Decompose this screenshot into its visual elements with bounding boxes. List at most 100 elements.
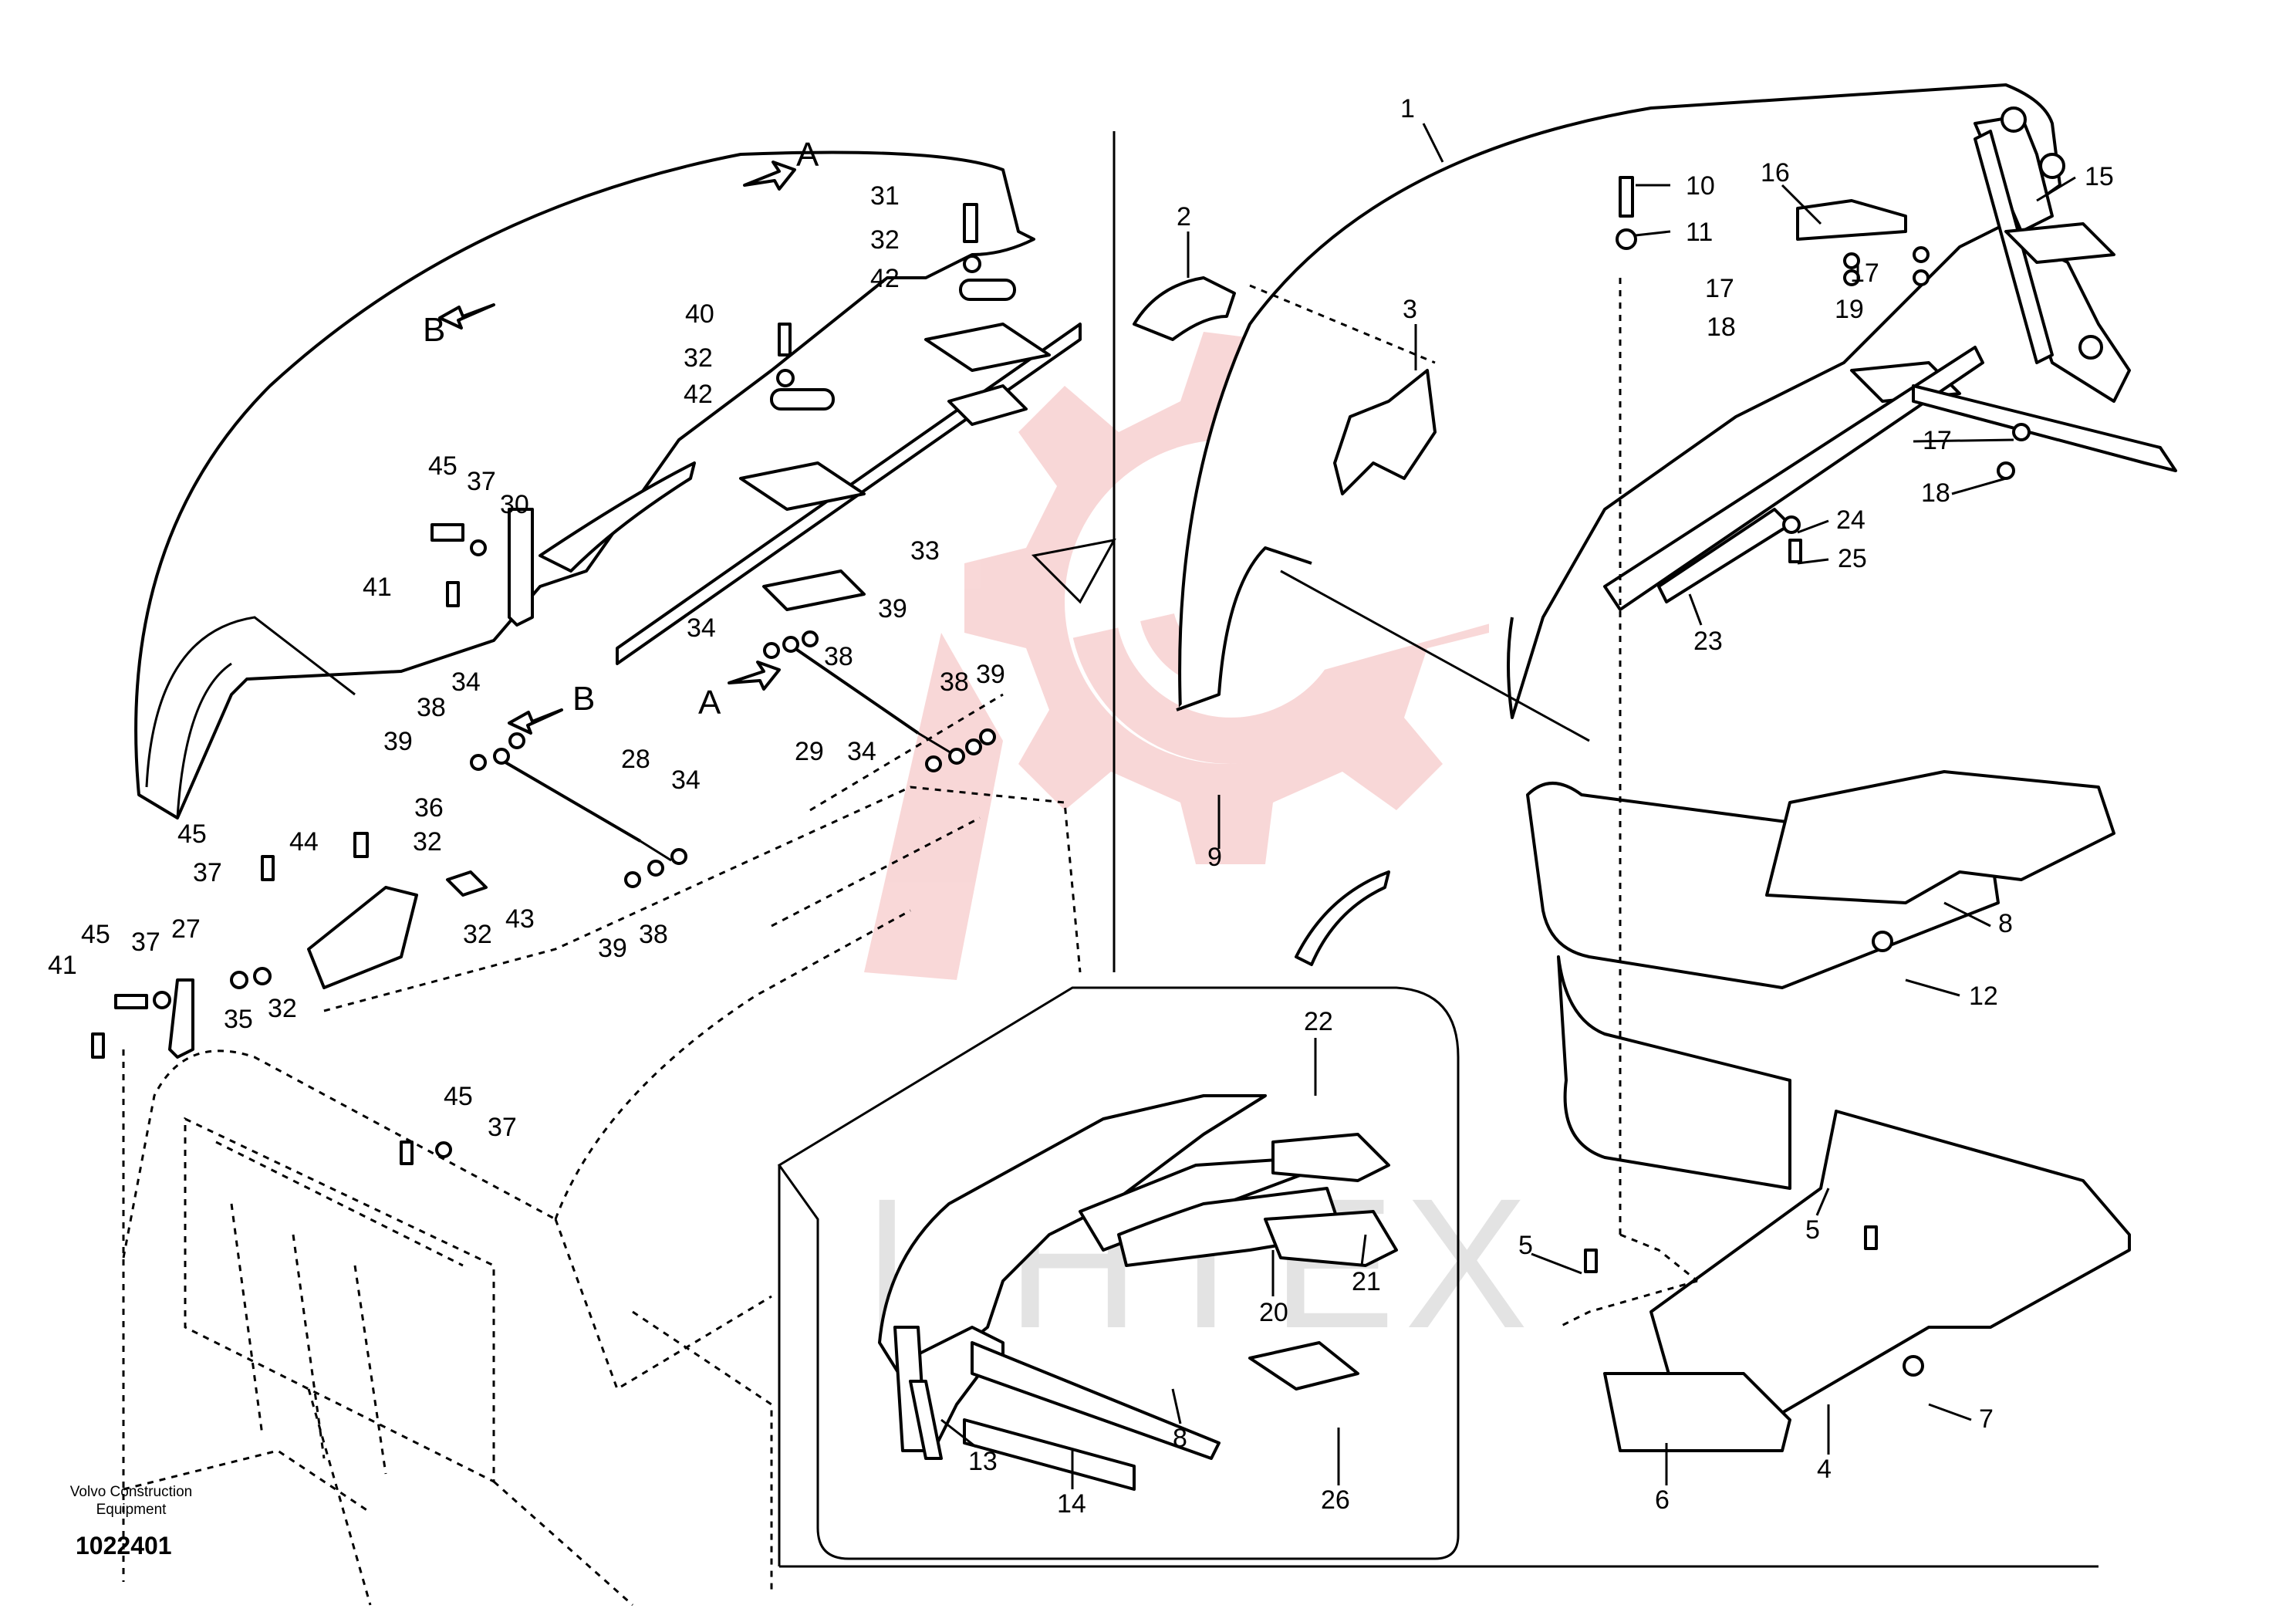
svg-text:45: 45: [428, 451, 458, 481]
callout-34b: 34: [671, 765, 701, 795]
svg-text:42: 42: [870, 264, 900, 293]
svg-text:39: 39: [598, 934, 627, 963]
svg-text:11: 11: [1686, 218, 1713, 247]
callout-23: 23: [1693, 627, 1723, 656]
svg-text:32: 32: [684, 343, 713, 373]
svg-text:32: 32: [463, 920, 492, 949]
callout-44: 44: [289, 827, 319, 857]
callout-1: 1: [1400, 94, 1415, 123]
svg-text:32: 32: [870, 225, 900, 255]
svg-text:B: B: [423, 311, 445, 349]
svg-text:44: 44: [289, 827, 319, 857]
svg-text:38: 38: [940, 667, 969, 697]
callout-28: 28: [621, 745, 650, 774]
callout-35: 35: [224, 1005, 253, 1034]
callout-45b: 45: [177, 819, 207, 849]
callout-45c: 45: [81, 920, 110, 949]
svg-text:42: 42: [684, 380, 713, 409]
callout-40: 40: [685, 299, 714, 329]
callout-5b: 5: [1805, 1215, 1820, 1245]
svg-text:38: 38: [417, 693, 446, 722]
svg-text:35: 35: [224, 1005, 253, 1034]
svg-text:45: 45: [444, 1082, 473, 1111]
svg-text:25: 25: [1838, 544, 1867, 573]
svg-text:18: 18: [1707, 313, 1736, 342]
callout-33: 33: [910, 536, 940, 566]
callout-12: 12: [1969, 982, 1998, 1011]
callout-34a: 34: [451, 667, 481, 697]
callout-16: 16: [1761, 158, 1790, 188]
svg-text:1: 1: [1400, 94, 1415, 123]
callout-9: 9: [1207, 843, 1222, 872]
callout-38a: 38: [417, 693, 446, 722]
svg-text:41: 41: [48, 951, 77, 980]
callout-39c: 39: [976, 660, 1005, 689]
svg-text:3: 3: [1403, 295, 1417, 324]
svg-text:38: 38: [824, 642, 853, 671]
gas-strut-28: [500, 759, 672, 862]
view-marker-a-top: A: [743, 136, 819, 191]
callout-30: 30: [500, 490, 529, 519]
parts-right: [1133, 106, 2177, 1452]
svg-text:B: B: [572, 680, 595, 718]
callout-7: 7: [1979, 1404, 1994, 1434]
svg-text:8: 8: [1173, 1424, 1187, 1453]
callout-29: 29: [795, 737, 824, 766]
svg-text:39: 39: [976, 660, 1005, 689]
svg-text:17: 17: [1850, 259, 1879, 288]
svg-text:21: 21: [1352, 1267, 1381, 1296]
view-marker-b-bottom: B: [508, 680, 595, 735]
callout-24: 24: [1836, 505, 1866, 535]
callout-3: 3: [1403, 295, 1417, 324]
callout-32c: 32: [413, 827, 442, 857]
svg-text:20: 20: [1259, 1298, 1288, 1327]
callout-32b: 32: [684, 343, 713, 373]
callout-32e: 32: [268, 994, 297, 1023]
callout-34c: 34: [687, 613, 716, 643]
callout-2: 2: [1177, 202, 1191, 231]
callout-41a: 41: [363, 573, 392, 602]
svg-text:4: 4: [1817, 1455, 1832, 1484]
manufacturer-label: Volvo Construction Equipment: [69, 1484, 193, 1518]
section-dividers: [777, 131, 2098, 1568]
callout-17b: 17: [1850, 259, 1879, 288]
callout-25: 25: [1838, 544, 1867, 573]
hood-left: [134, 150, 1035, 819]
callout-37b: 37: [193, 858, 222, 887]
callout-39b: 39: [878, 594, 907, 623]
view-marker-b-top: B: [423, 303, 495, 349]
callout-13: 13: [968, 1447, 998, 1476]
svg-text:23: 23: [1693, 627, 1723, 656]
callout-10: 10: [1686, 171, 1715, 201]
callout-8b: 8: [1173, 1424, 1187, 1453]
svg-text:22: 22: [1304, 1007, 1333, 1036]
callout-41b: 41: [48, 951, 77, 980]
callout-38d: 38: [639, 920, 668, 949]
callout-38c: 38: [940, 667, 969, 697]
svg-text:14: 14: [1057, 1489, 1086, 1519]
dashed-right: [1249, 278, 1698, 1329]
callout-21: 21: [1352, 1267, 1381, 1296]
callout-27: 27: [171, 914, 201, 944]
callout-18a: 18: [1707, 313, 1736, 342]
leader-lines: [940, 123, 2076, 1489]
svg-text:32: 32: [268, 994, 297, 1023]
hood-right: [1176, 83, 2061, 742]
callout-45a: 45: [428, 451, 458, 481]
svg-text:8: 8: [1998, 909, 2013, 938]
callout-36: 36: [414, 793, 444, 823]
svg-text:37: 37: [131, 928, 160, 957]
svg-text:30: 30: [500, 490, 529, 519]
svg-text:15: 15: [2085, 162, 2114, 191]
svg-text:34: 34: [687, 613, 716, 643]
svg-text:5: 5: [1805, 1215, 1820, 1245]
svg-text:29: 29: [795, 737, 824, 766]
svg-text:45: 45: [81, 920, 110, 949]
callout-11: 11: [1686, 218, 1713, 247]
callout-4: 4: [1817, 1455, 1832, 1484]
svg-text:34: 34: [847, 737, 876, 766]
svg-text:9: 9: [1207, 843, 1222, 872]
callout-22: 22: [1304, 1007, 1333, 1036]
svg-text:37: 37: [467, 467, 496, 496]
rail-left: [616, 323, 1082, 665]
